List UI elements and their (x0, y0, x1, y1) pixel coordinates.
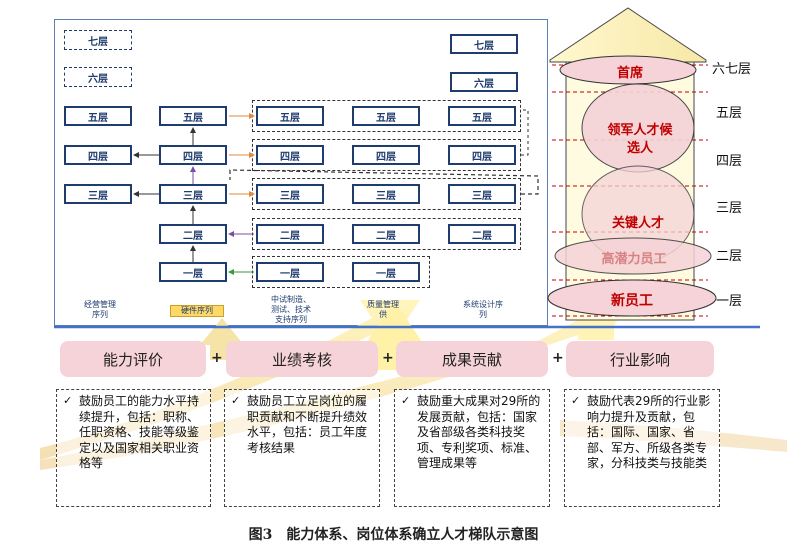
grid-box: 五层 (448, 106, 516, 126)
description-text: 鼓励员工立足岗位的履职贡献和不断提升绩效水平，包括：员工年度考核结果 (247, 394, 368, 455)
eval-pill-industry: 行业影响 (566, 341, 714, 377)
level-box-right-6: 六层 (450, 72, 518, 92)
tower-level-label: 二层 (716, 249, 743, 264)
talent-ellipse (547, 279, 717, 317)
check-icon: ✓ (231, 394, 241, 407)
eval-pill-ability: 能力评价 (60, 341, 206, 377)
dashed-loop (229, 169, 539, 195)
plus-sign: + (552, 350, 564, 366)
tower-level-label: 四层 (716, 154, 743, 169)
plus-sign: + (382, 350, 394, 366)
grid-box: 五层 (256, 106, 324, 126)
sequence-label: 质量管理 供 (367, 300, 399, 319)
talent-label-chief: 首席 (616, 66, 643, 81)
level-box-mid-5: 五层 (159, 106, 227, 126)
dashed-loop (521, 109, 529, 156)
level-box-right-7: 七层 (450, 34, 518, 54)
sequence-label: 系统设计序 列 (463, 300, 503, 319)
sequence-label: 中试制造、 测试、技术 支持序列 (271, 295, 311, 324)
check-icon: ✓ (401, 394, 411, 407)
check-icon: ✓ (63, 394, 73, 407)
eval-pill-results: 成果贡献 (396, 341, 548, 377)
tower-level-label: 一层 (716, 294, 743, 309)
talent-label-potential: 高潜力员工 (601, 252, 667, 267)
plus-sign: + (211, 350, 223, 366)
level-box-left-7: 七层 (64, 30, 132, 50)
grid-box: 四层 (352, 145, 420, 165)
grid-box: 四层 (256, 145, 324, 165)
description-text: 鼓励员工的能力水平持续提升，包括：职称、任职资格、技能等级鉴定以及国家相关职业资… (79, 394, 200, 470)
grid-box: 三层 (448, 184, 516, 204)
figure-caption: 图3 能力体系、岗位体系确立人才梯队示意图 (248, 527, 539, 543)
tower-level-label: 六七层 (712, 62, 752, 77)
talent-ellipse (554, 237, 712, 275)
level-box-mid-2: 二层 (159, 224, 227, 244)
description-text: 鼓励重大成果对29所的发展贡献，包括：国家及省部级各类科技奖项、专利奖项、标准、… (417, 394, 541, 470)
level-box-mid-4: 四层 (159, 145, 227, 165)
left-panel (54, 19, 548, 326)
grid-box: 五层 (352, 106, 420, 126)
talent-label-new: 新员工 (611, 293, 653, 309)
talent-label-leader: 领军人才候 选人 (607, 123, 673, 156)
grid-box: 三层 (256, 184, 324, 204)
grid-box: 一层 (256, 262, 324, 282)
grid-box: 二层 (448, 224, 516, 244)
check-icon: ✓ (571, 394, 581, 407)
level-box-left-6: 六层 (64, 67, 132, 87)
grid-box: 二层 (256, 224, 324, 244)
level-box-mid-1: 一层 (159, 262, 227, 282)
grid-box: 二层 (352, 224, 420, 244)
grid-box: 三层 (352, 184, 420, 204)
eval-pill-performance: 业绩考核 (226, 341, 378, 377)
talent-label-key: 关键人才 (611, 216, 664, 231)
eval-description: ✓ 鼓励员工的能力水平持续提升，包括：职称、任职资格、技能等级鉴定以及国家相关职… (56, 389, 211, 507)
tower-level-label: 三层 (716, 201, 743, 216)
level-box-left-5: 五层 (64, 106, 132, 126)
level-box-mid-3: 三层 (159, 184, 227, 204)
level-box-left-4: 四层 (64, 145, 132, 165)
eval-description: ✓ 鼓励代表29所的行业影响力提升及贡献，包括：国际、国家、省部、军方、所级各类… (564, 389, 720, 507)
description-text: 鼓励代表29所的行业影响力提升及贡献，包括：国际、国家、省部、军方、所级各类专家… (587, 394, 711, 470)
eval-description: ✓ 鼓励重大成果对29所的发展贡献，包括：国家及省部级各类科技奖项、专利奖项、标… (394, 389, 550, 507)
sequence-label: 经营管理 序列 (84, 300, 116, 319)
tower-level-label: 五层 (716, 106, 743, 121)
eval-description: ✓ 鼓励员工立足岗位的履职贡献和不断提升绩效水平，包括：员工年度考核结果 (224, 389, 380, 507)
tower-shape (549, 7, 707, 63)
grid-box: 四层 (448, 145, 516, 165)
talent-ellipse (559, 55, 697, 85)
level-box-left-3: 三层 (64, 184, 132, 204)
sequence-label-highlight: 硬件序列 (170, 305, 224, 317)
grid-box: 一层 (352, 262, 420, 282)
